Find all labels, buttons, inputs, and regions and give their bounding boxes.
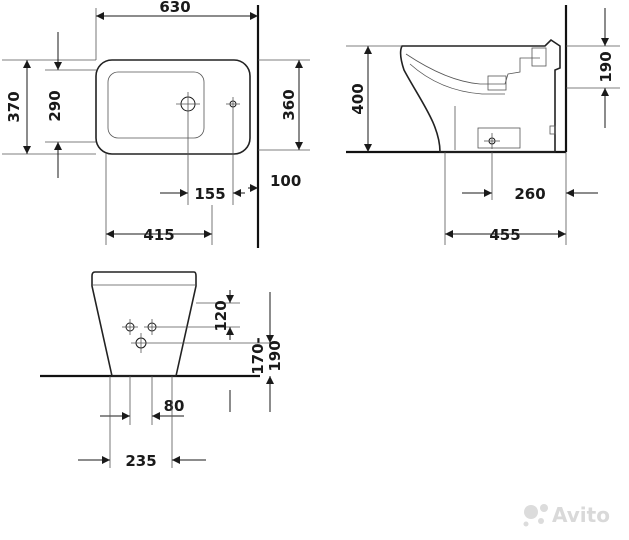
dim-155-label: 155 [194, 185, 225, 203]
dim-360-label: 360 [280, 89, 298, 120]
dim-370-label: 370 [5, 91, 23, 122]
top-bowl-outline [107, 71, 205, 139]
dim-260-label: 260 [514, 185, 545, 203]
avito-logo-icon [523, 504, 548, 527]
dim-630-label: 630 [159, 0, 190, 16]
dim-170-label: 170- [249, 337, 267, 375]
front-view: 120 170- 190 80 235 [40, 271, 284, 470]
dim-455-label: 455 [489, 226, 520, 244]
avito-watermark-text: Avito [552, 503, 610, 527]
dim-415-label: 415 [143, 226, 174, 244]
dim-190-side-label: 190 [597, 51, 615, 82]
avito-watermark: Avito [523, 503, 610, 527]
dim-100-label: 100 [270, 172, 301, 190]
side-view: 400 190 260 455 [346, 5, 620, 245]
side-bidet-body [399, 38, 561, 153]
top-bidet-outline [95, 59, 251, 155]
dim-400-label: 400 [349, 83, 367, 114]
dim-120-label: 120 [212, 300, 230, 331]
dim-80-label: 80 [164, 397, 185, 415]
dim-235-label: 235 [125, 452, 156, 470]
dim-190-front-label: 190 [266, 340, 284, 371]
top-view: 630 370 290 360 155 100 415 [2, 0, 310, 248]
dim-290-label: 290 [46, 90, 64, 121]
front-bidet-body [91, 271, 197, 377]
